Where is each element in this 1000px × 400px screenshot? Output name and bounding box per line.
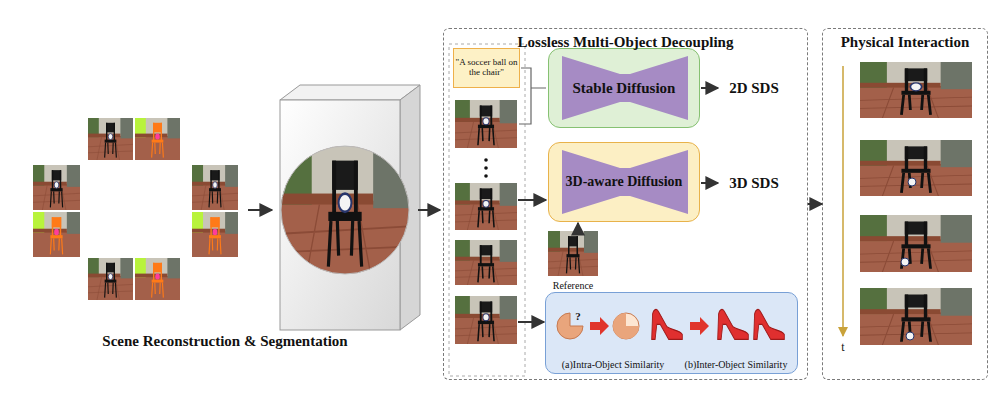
prompt-box: "A soccer ball on the chair" [453, 48, 520, 88]
view-thumbnail [455, 183, 517, 230]
soccer-ball [906, 332, 914, 340]
soccer-ball [901, 258, 909, 266]
view-thumbnail [33, 165, 80, 210]
ellipsis-dot [484, 174, 488, 178]
view-thumbnail [455, 100, 517, 148]
bracket [519, 68, 546, 124]
model-name: 3D-aware Diffusion [549, 143, 699, 221]
flow-arrow [701, 182, 718, 184]
view-thumbnail [88, 118, 133, 160]
cube-top [280, 85, 420, 100]
time-arrow [842, 66, 844, 336]
ellipsis-dot [484, 166, 488, 170]
simulation-frame [860, 62, 972, 118]
scene-circle [281, 146, 409, 274]
model-name: Stable Diffusion [549, 49, 699, 127]
ellipsis-dot [484, 158, 488, 162]
view-thumbnail [192, 165, 238, 210]
simulation-frame [860, 288, 972, 345]
prompt-text: "A soccer ball on the chair" [455, 49, 518, 87]
flow-arrow [577, 223, 579, 231]
loss-label: 2D SDS [719, 78, 789, 98]
flow-arrow [518, 321, 544, 323]
soccer-ball [908, 178, 916, 186]
model-box: 3D-aware Diffusion [548, 142, 700, 222]
flow-arrow [248, 209, 272, 211]
segmented-thumbnail [33, 212, 80, 257]
question-mark: ? [572, 309, 584, 323]
flow-arrow [701, 87, 718, 89]
view-column [449, 44, 525, 376]
section-caption: Scene Reconstruction & Segmentation [50, 330, 400, 352]
simulation-frame [860, 140, 972, 196]
similarity-box: (a)Intra-Object Similarity(b)Inter-Objec… [545, 292, 798, 374]
similarity-caption: (b)Inter-Object Similarity [676, 357, 796, 371]
view-thumbnail [88, 258, 133, 300]
flow-connector [808, 203, 822, 205]
similarity-caption: (a)Intra-Object Similarity [550, 357, 676, 371]
model-box: Stable Diffusion [548, 48, 700, 128]
panel-title: Lossless Multi-Object Decoupling [444, 32, 807, 52]
segmented-thumbnail [192, 212, 238, 257]
cube-front [280, 100, 400, 330]
view-thumbnail [455, 296, 517, 344]
image-caption: Reference [543, 278, 603, 292]
dashed-panel: Physical Interaction [822, 28, 988, 380]
loss-label: 3D SDS [719, 173, 789, 193]
segmented-thumbnail [135, 258, 180, 300]
flow-arrow [518, 199, 546, 201]
panel-title: Physical Interaction [823, 32, 987, 52]
flow-arrow [418, 209, 440, 211]
segmented-thumbnail [135, 118, 180, 160]
reference-image [548, 231, 598, 276]
time-label: t [836, 340, 850, 356]
simulation-frame [860, 215, 972, 272]
reconstructed-scene [281, 146, 409, 274]
view-thumbnail [455, 240, 517, 285]
cube-side [400, 85, 420, 330]
